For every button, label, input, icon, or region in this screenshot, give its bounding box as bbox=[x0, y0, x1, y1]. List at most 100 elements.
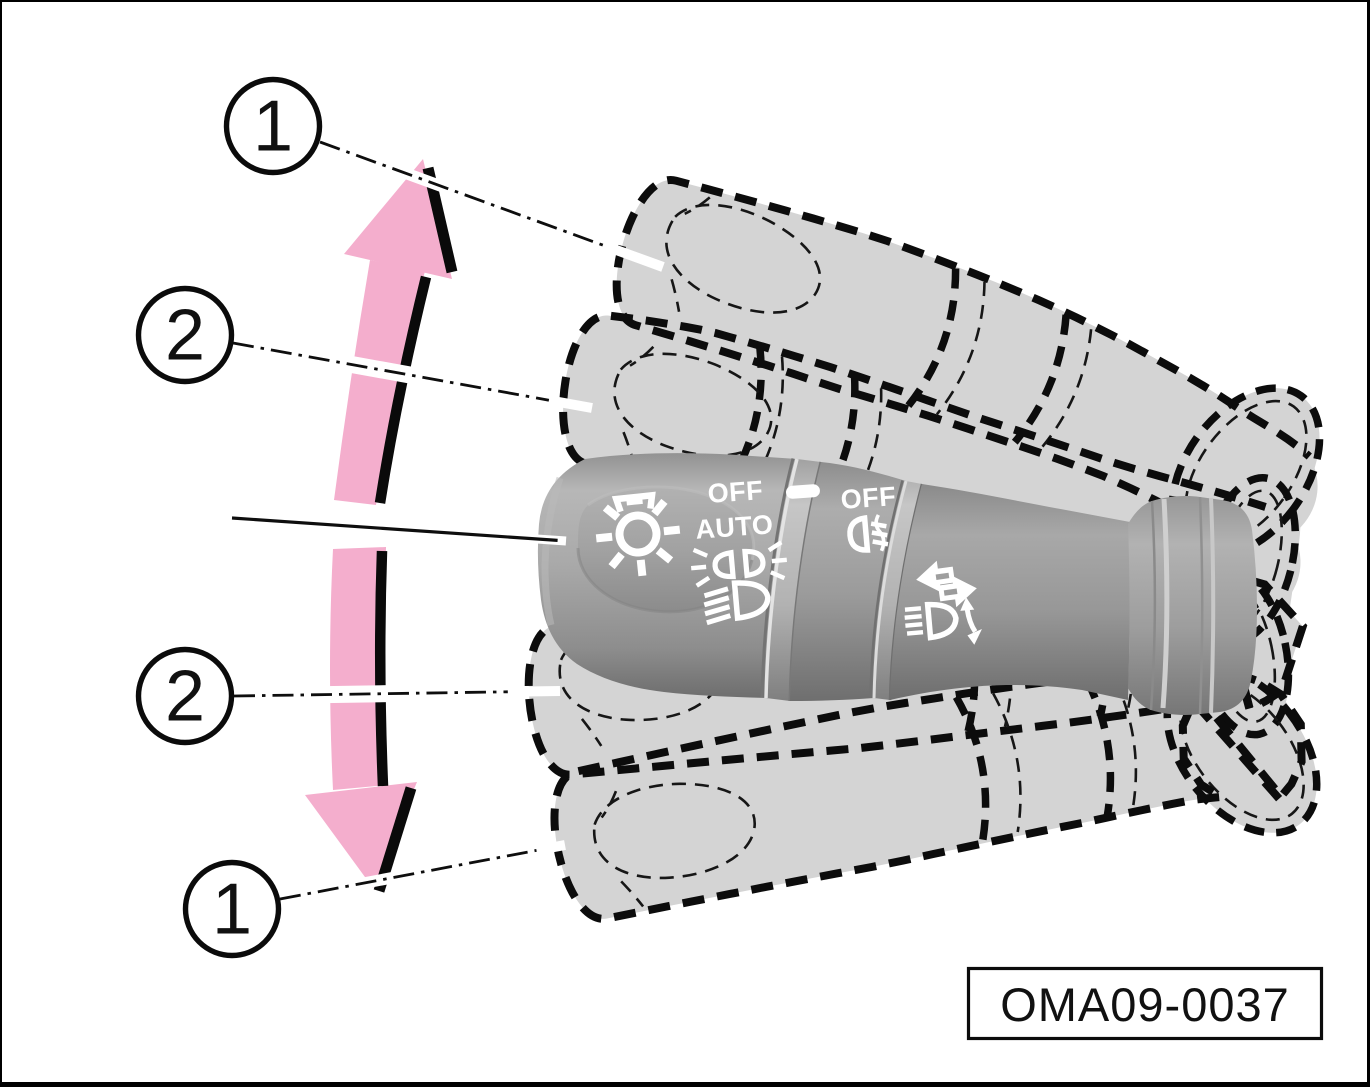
detail-shape bbox=[769, 570, 786, 581]
stalk-tip-sheen bbox=[541, 476, 564, 626]
detail-shape bbox=[771, 557, 788, 564]
callout-1-bottom: 1 bbox=[182, 859, 282, 959]
callout-number: 2 bbox=[165, 296, 205, 376]
detail-shape bbox=[869, 480, 904, 698]
fog-light-icon bbox=[847, 514, 889, 553]
detail-shape bbox=[906, 629, 924, 636]
detail-shape bbox=[904, 614, 922, 620]
leader-lines bbox=[231, 137, 665, 904]
detail-shape bbox=[602, 504, 621, 521]
collar-alignment-mark bbox=[785, 484, 820, 499]
callouts: 1 2 2 1 bbox=[135, 76, 323, 959]
detail-shape bbox=[232, 341, 550, 402]
detail-shape bbox=[0, 0, 2, 1087]
detail-shape bbox=[1198, 496, 1204, 715]
detail-shape bbox=[706, 613, 732, 626]
detail-shape bbox=[612, 176, 1312, 555]
detail-shape bbox=[135, 285, 235, 385]
detail-shape bbox=[1011, 314, 1070, 445]
detail-shape bbox=[319, 140, 606, 248]
detail-shape bbox=[938, 575, 977, 608]
stalk-thumb-pad bbox=[576, 485, 756, 614]
detail-shape bbox=[960, 597, 975, 611]
callout-1-top: 1 bbox=[223, 76, 323, 176]
detail-shape bbox=[742, 548, 766, 579]
detail-shape bbox=[626, 498, 643, 506]
detail-shape bbox=[992, 692, 1022, 833]
detail-shape bbox=[655, 547, 674, 564]
arrow-up-head bbox=[344, 159, 452, 279]
light-switch-bulb-icon bbox=[595, 491, 681, 577]
detail-shape bbox=[615, 511, 661, 557]
detail-shape bbox=[608, 551, 625, 570]
figure-code: OMA09-0037 bbox=[1000, 978, 1290, 1031]
arrow-down-head bbox=[305, 782, 417, 888]
detail-shape bbox=[595, 532, 613, 543]
detail-shape bbox=[670, 196, 711, 312]
callout-number: 1 bbox=[212, 870, 252, 950]
detail-shape bbox=[592, 782, 756, 880]
detail-shape bbox=[767, 540, 783, 553]
detail-shape bbox=[550, 668, 1306, 923]
fog-off-label: OFF bbox=[840, 481, 897, 515]
detail-shape bbox=[233, 690, 508, 698]
detail-shape bbox=[964, 608, 978, 634]
detail-shape bbox=[872, 480, 908, 699]
callout-2-lower: 2 bbox=[135, 646, 235, 746]
detail-shape bbox=[223, 76, 323, 176]
detail-shape bbox=[924, 601, 959, 641]
detail-shape bbox=[966, 966, 1324, 1041]
detail-shape bbox=[1367, 0, 1370, 1087]
stalk-bell bbox=[1128, 496, 1257, 715]
arrow-up-band bbox=[334, 260, 425, 505]
callout-number: 2 bbox=[165, 657, 205, 737]
headlights-icon bbox=[703, 580, 771, 626]
detail-shape bbox=[374, 550, 389, 787]
detail-shape bbox=[815, 377, 859, 512]
leader-line-2-upper bbox=[232, 338, 593, 413]
arrow-down-band bbox=[330, 547, 387, 790]
leader-line-1-bottom bbox=[279, 840, 566, 904]
detail-shape bbox=[135, 646, 235, 746]
leader-line-2-lower bbox=[233, 686, 561, 701]
detail-shape bbox=[1209, 497, 1216, 714]
knob-off-label: OFF bbox=[707, 475, 764, 509]
figure-code-box: OMA09-0037 bbox=[966, 966, 1324, 1041]
detail-shape bbox=[847, 514, 871, 553]
detail-shape bbox=[1083, 678, 1115, 816]
detail-shape bbox=[695, 575, 711, 588]
detail-shape bbox=[690, 564, 707, 571]
callout-2-upper: 2 bbox=[135, 285, 235, 385]
detail-shape bbox=[967, 629, 982, 645]
ghost-position-1-down-outline bbox=[550, 668, 1306, 923]
detail-shape bbox=[1160, 498, 1170, 709]
turn-signal-arrows-icon bbox=[916, 560, 977, 608]
detail-shape bbox=[943, 588, 958, 596]
detail-shape bbox=[703, 595, 730, 608]
detail-shape bbox=[0, 1082, 1370, 1087]
detail-shape bbox=[1149, 500, 1157, 711]
detail-shape bbox=[182, 859, 282, 959]
detail-shape bbox=[703, 586, 729, 599]
detail-shape bbox=[952, 695, 990, 842]
detail-shape bbox=[613, 352, 773, 458]
detail-shape bbox=[904, 606, 922, 612]
leader-line-lever bbox=[231, 513, 567, 546]
detail-shape bbox=[916, 560, 955, 593]
detail-shape bbox=[874, 514, 886, 552]
detail-shape bbox=[587, 485, 756, 561]
detail-shape bbox=[1116, 580, 1135, 711]
beam-toggle-icon bbox=[904, 597, 982, 645]
detail-shape bbox=[712, 549, 736, 580]
detail-shape bbox=[692, 547, 709, 558]
detail-shape bbox=[665, 203, 822, 314]
knob-auto-label: AUTO bbox=[694, 509, 774, 544]
detail-shape bbox=[935, 281, 986, 416]
detail-shape bbox=[1113, 678, 1138, 809]
detail-shape bbox=[704, 604, 731, 617]
detail-shape bbox=[636, 559, 647, 577]
position-lamps-icon bbox=[690, 540, 788, 588]
